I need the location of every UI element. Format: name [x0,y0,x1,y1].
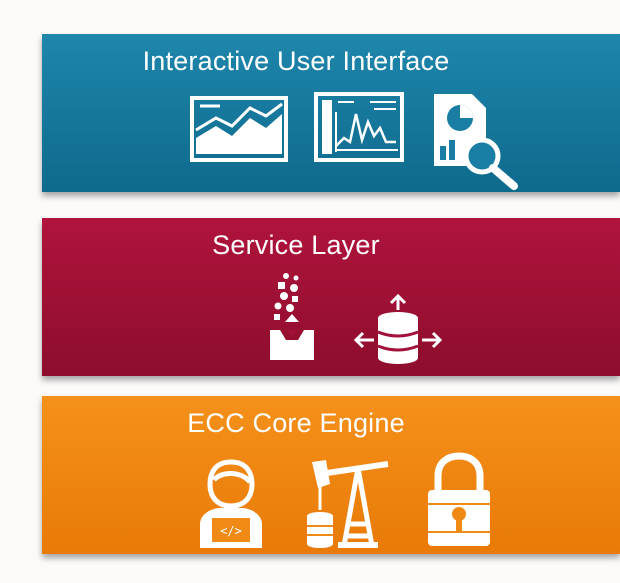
layer-service: Service Layer [42,218,620,376]
developer-icon: </> [194,458,268,550]
layer-interactive-user-interface: Interactive User Interface [42,34,620,192]
dashboard-chart-icon [314,92,404,162]
layer-title: Interactive User Interface [142,46,450,76]
layer-title: ECC Core Engine [187,408,405,438]
layer-ecc-core-engine: ECC Core Engine </> [42,396,620,554]
report-analysis-icon [430,90,522,190]
layer-title: Service Layer [212,230,380,260]
svg-text:</>: </> [220,524,242,538]
area-chart-icon [190,96,288,162]
oil-pump-icon [296,454,400,550]
data-inbox-icon [266,270,318,366]
security-lock-icon [422,452,496,550]
database-transfer-icon [350,292,446,364]
